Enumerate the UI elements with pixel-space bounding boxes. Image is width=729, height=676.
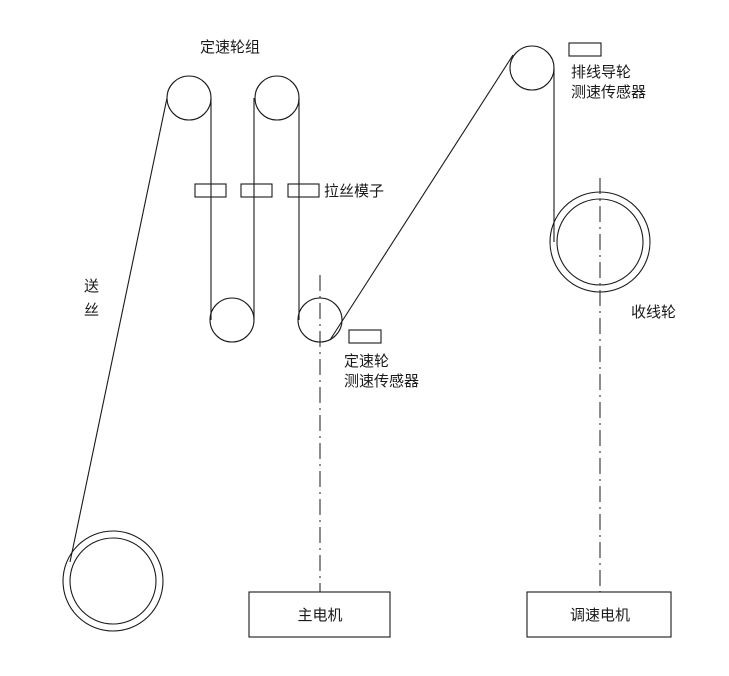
supply-spool-outer bbox=[62, 530, 164, 632]
take-up-wheel-outer bbox=[549, 191, 651, 293]
wire-path bbox=[69, 54, 555, 563]
bottom-pulley-left bbox=[209, 297, 255, 343]
drawing-dies bbox=[194, 183, 320, 198]
pulley-group-label: 定速轮组 bbox=[200, 38, 260, 56]
die-3 bbox=[287, 183, 320, 198]
top-pulley-left bbox=[166, 75, 212, 121]
fixed-sensor-label-line2: 测速传感器 bbox=[344, 372, 419, 390]
take-up-wheel bbox=[549, 191, 651, 293]
take-up-wheel-label: 收线轮 bbox=[631, 303, 676, 321]
speed-motor-box bbox=[526, 591, 672, 638]
fixed-sensor-label-line1: 定速轮 bbox=[344, 352, 389, 370]
main-motor: 主电机 bbox=[248, 591, 391, 638]
guide-sensor-label-line1: 排线导轮 bbox=[571, 63, 631, 81]
fixed-speed-sensor bbox=[348, 329, 382, 344]
supply-spool-inner bbox=[69, 537, 157, 625]
die-1 bbox=[194, 183, 227, 198]
speed-motor-label: 调速电机 bbox=[570, 606, 630, 624]
feed-wire-label-bottom: 丝 bbox=[84, 301, 99, 319]
wire-feed-segment bbox=[69, 97, 168, 563]
main-motor-label: 主电机 bbox=[297, 606, 342, 624]
die-2 bbox=[240, 183, 273, 198]
take-up-wheel-inner bbox=[556, 198, 644, 286]
drawing-dies-label: 拉丝模子 bbox=[324, 182, 384, 200]
guide-pulley bbox=[509, 45, 555, 91]
guide-sensor-label-line2: 测速传感器 bbox=[571, 83, 646, 101]
main-motor-box bbox=[248, 591, 391, 638]
speed-motor: 调速电机 bbox=[526, 591, 672, 638]
supply-spool bbox=[62, 530, 164, 632]
guide-speed-sensor bbox=[568, 42, 602, 57]
bottom-pulley-right bbox=[297, 297, 343, 343]
wire-to-guide-segment bbox=[329, 54, 514, 341]
feed-wire-label-top: 送 bbox=[84, 277, 99, 295]
top-pulley-right bbox=[254, 75, 300, 121]
